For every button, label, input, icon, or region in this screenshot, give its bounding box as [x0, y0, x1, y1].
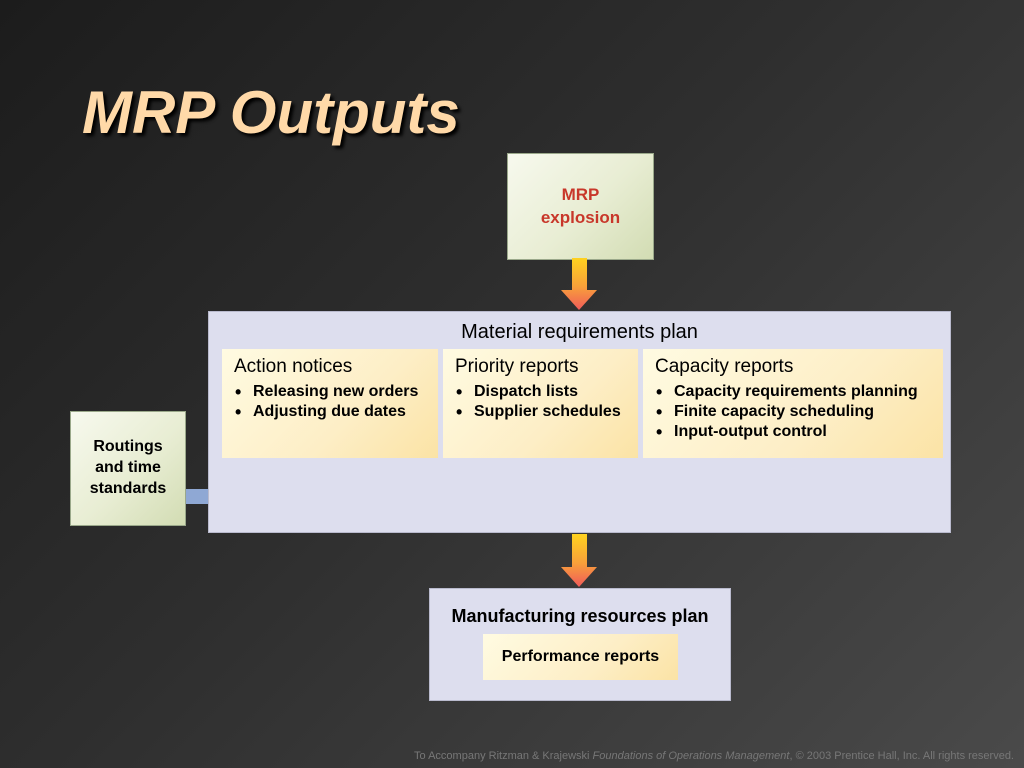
slide-title: MRP Outputs — [82, 79, 460, 146]
action-notices-heading: Action notices — [234, 356, 353, 377]
mrp-explosion-box: MRP explosion — [507, 153, 654, 260]
priority-reports-list: Dispatch lists Supplier schedules — [455, 382, 638, 422]
capacity-reports-list: Capacity requirements planning Finite ca… — [655, 382, 943, 442]
material-requirements-plan-panel: Material requirements plan Action notice… — [208, 311, 951, 533]
list-item: Adjusting due dates — [234, 402, 438, 422]
arrow-plan-to-mfg — [561, 534, 597, 587]
list-item: Releasing new orders — [234, 382, 438, 402]
manufacturing-plan-title: Manufacturing resources plan — [451, 606, 709, 626]
list-item: Dispatch lists — [455, 382, 638, 402]
capacity-reports-box: Capacity reports Capacity requirements p… — [643, 349, 943, 458]
list-item: Finite capacity scheduling — [655, 402, 943, 422]
routings-line1: Routings — [93, 438, 163, 456]
priority-reports-box: Priority reports Dispatch lists Supplier… — [443, 349, 638, 458]
priority-reports-heading: Priority reports — [455, 356, 579, 377]
routings-box: Routings and time standards — [70, 411, 186, 526]
capacity-reports-heading: Capacity reports — [655, 356, 794, 377]
footer-suffix: , © 2003 Prentice Hall, Inc. All rights … — [789, 750, 1014, 762]
copyright-footer: To Accompany Ritzman & Krajewski Foundat… — [414, 750, 1014, 762]
routings-line2: and time — [95, 459, 161, 477]
list-item: Input-output control — [655, 422, 943, 442]
arrow-explosion-to-plan — [561, 258, 597, 310]
material-plan-title: Material requirements plan — [461, 321, 698, 343]
action-notices-box: Action notices Releasing new orders Adju… — [222, 349, 438, 458]
footer-prefix: To Accompany Ritzman & Krajewski — [414, 750, 593, 762]
list-item: Capacity requirements planning — [655, 382, 943, 402]
manufacturing-resources-plan-panel: Manufacturing resources plan Performance… — [429, 588, 731, 701]
footer-book-title: Foundations of Operations Management — [592, 750, 790, 762]
routings-line3: standards — [89, 479, 167, 497]
list-item: Supplier schedules — [455, 402, 638, 422]
action-notices-list: Releasing new orders Adjusting due dates — [234, 382, 438, 422]
mrp-explosion-line2: explosion — [540, 207, 621, 227]
performance-reports-box: Performance reports — [483, 634, 678, 680]
mrp-explosion-line1: MRP — [561, 185, 600, 205]
performance-reports-label: Performance reports — [501, 648, 660, 665]
